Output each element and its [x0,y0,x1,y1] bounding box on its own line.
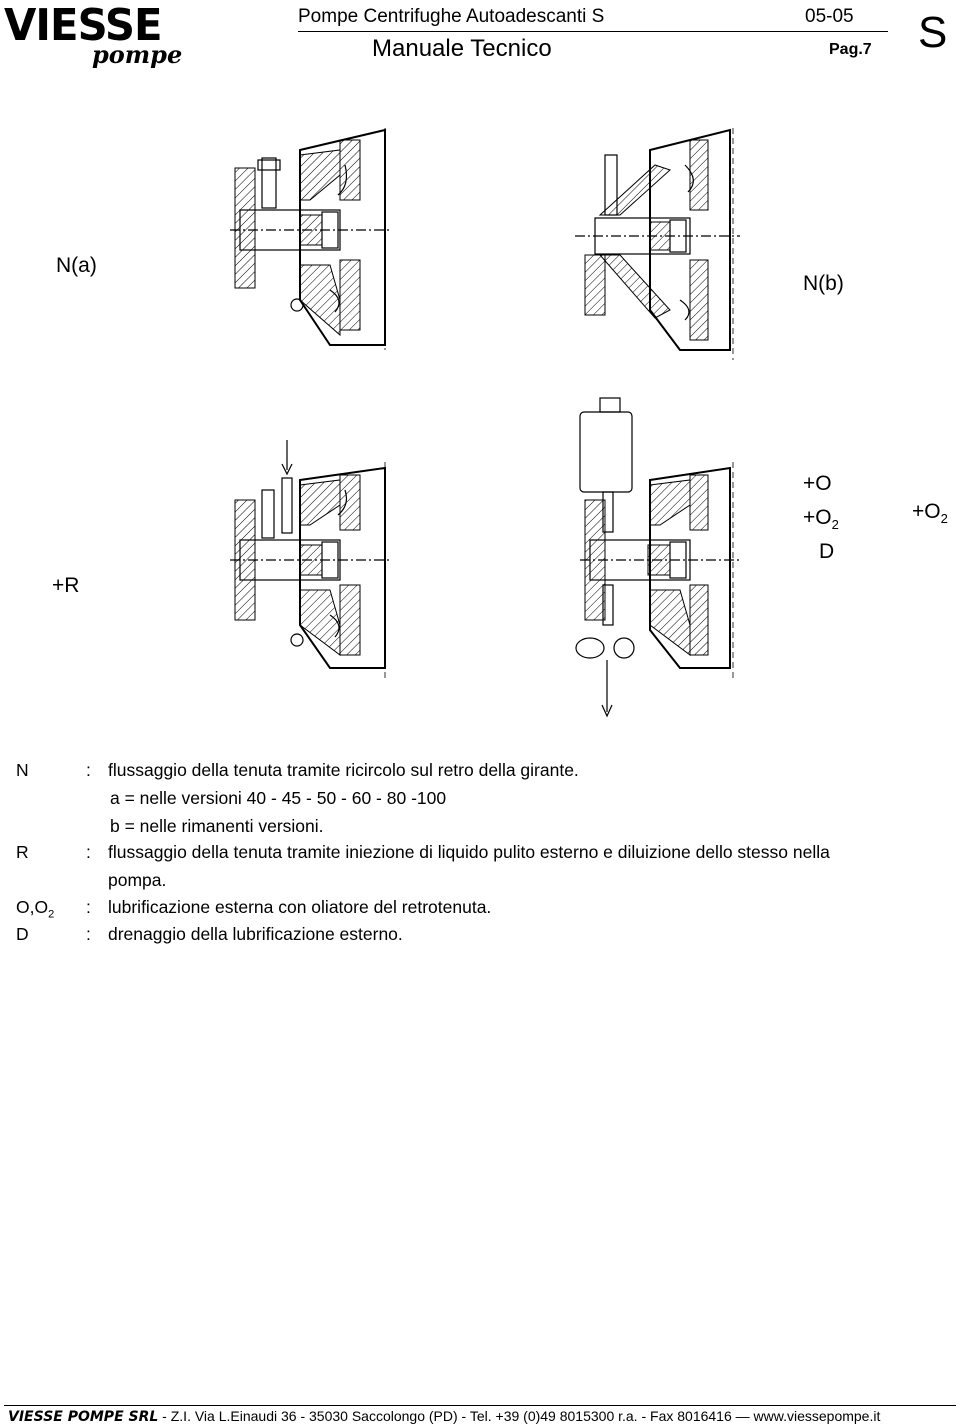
figure-label-na: N(a) [56,254,97,277]
footer-address: - Z.I. Via L.Einaudi 36 - 35030 Saccolon… [158,1408,881,1424]
legend-colon: : [86,760,91,780]
legend-text: b = nelle rimanenti versioni. [110,816,324,836]
header-divider [298,31,888,32]
legend-colon: : [86,924,91,944]
document-title: Pompe Centrifughe Autoadescanti S [298,6,605,27]
figure-label-o2-right: +O2 [912,500,948,527]
company-logo: VIESSE [4,0,163,51]
figure-label-d: D [819,540,835,563]
figure-label-o2: +O2 [803,506,839,533]
figure-label-nb: N(b) [803,272,844,295]
figure-label-o: +O [803,472,832,495]
legend-key: N [16,760,29,780]
drawing-na [230,128,390,350]
legend-text: drenaggio della lubrificazione esterno. [108,924,403,944]
page-number: Pag.7 [829,41,872,58]
legend-key: D [16,924,29,944]
footer: VIESSE POMPE SRL - Z.I. Via L.Einaudi 36… [8,1408,880,1425]
legend-text: flussaggio della tenuta tramite iniezion… [108,842,830,862]
technical-drawings [230,128,740,718]
company-logo-sub: pompe [92,40,183,69]
document-subtitle: Manuale Tecnico [372,35,552,62]
legend-key: O,O2 [16,897,55,921]
footer-divider [4,1405,956,1406]
figure-label-r: +R [52,574,80,597]
legend-colon: : [86,897,91,917]
footer-brand: VIESSE POMPE SRL [8,1409,159,1425]
legend-text: pompa. [108,870,167,890]
legend-key: R [16,842,29,862]
drawing-r [230,440,390,680]
legend-colon: : [86,842,91,862]
drawing-o-d [575,397,740,718]
series-letter: S [918,8,948,57]
drawing-nb [575,128,740,360]
document-code: 05-05 [805,6,854,27]
legend-text: lubrificazione esterna con oliatore del … [108,897,492,917]
legend-text: flussaggio della tenuta tramite ricircol… [108,760,579,780]
legend-text: a = nelle versioni 40 - 45 - 50 - 60 - 8… [110,788,447,808]
